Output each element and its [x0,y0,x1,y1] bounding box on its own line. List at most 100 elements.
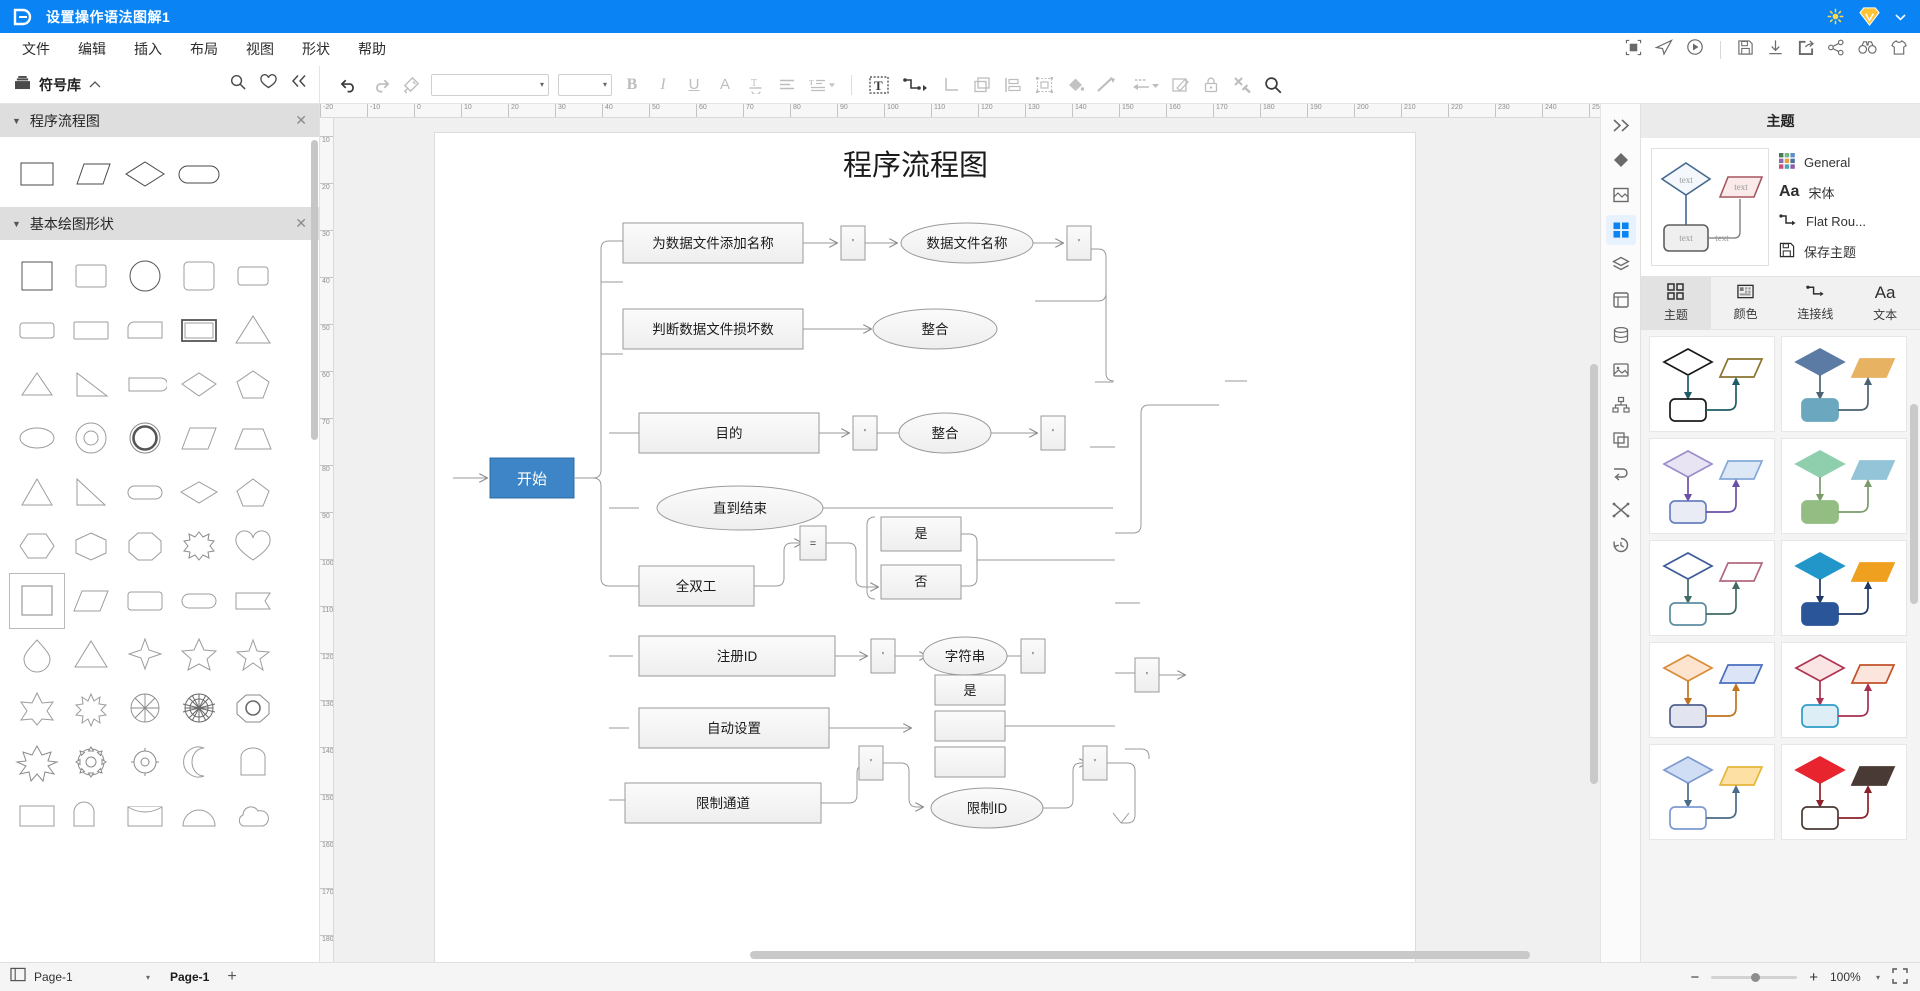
line-spacing-icon[interactable]: T [807,74,837,96]
shape-right-triangle[interactable] [64,358,118,412]
download-icon[interactable] [1767,39,1784,61]
align-left-icon[interactable] [776,74,798,96]
heart-icon[interactable] [260,74,277,95]
canvas-vertical-scrollbar[interactable] [1590,364,1598,784]
org-chart-icon[interactable] [1606,390,1636,420]
zoom-out-button[interactable]: − [1690,968,1700,986]
grid-theme-icon[interactable] [1605,215,1636,245]
present-play-icon[interactable] [1686,38,1704,61]
node-small-rect[interactable] [870,638,896,674]
shape-gear-octagon[interactable] [226,682,280,736]
text-box-icon[interactable]: T [866,74,892,96]
image-frame-icon[interactable] [1606,180,1636,210]
shape-pentagon[interactable] [226,466,280,520]
shape-burst-16[interactable] [172,682,226,736]
close-icon[interactable]: ✕ [295,112,307,128]
zoom-slider[interactable] [1711,972,1798,982]
node-small-rect[interactable] [852,415,878,451]
history-icon[interactable] [1606,530,1636,560]
shape-star-4[interactable] [118,628,172,682]
shape-cross-star[interactable] [10,736,64,790]
picture-icon[interactable] [1606,355,1636,385]
shape-burst-12[interactable] [118,682,172,736]
shape-square[interactable] [10,250,64,304]
shape-rounded-bar[interactable] [118,358,172,412]
tab-text[interactable]: Aa 文本 [1850,277,1920,329]
shape-rounded-rect-3[interactable] [118,574,172,628]
shape-gear-small[interactable] [118,736,172,790]
theme-thumbnail[interactable] [1649,744,1775,840]
lock-icon[interactable] [1200,74,1222,96]
canvas-horizontal-scrollbar[interactable] [750,951,1530,959]
theme-connector-option[interactable]: Flat Rou... [1779,209,1910,234]
tools-icon[interactable] [1231,74,1253,96]
node-rect[interactable] [638,635,836,677]
shape-square-selected[interactable] [9,573,65,629]
node-small-rect[interactable] [1066,225,1092,261]
page-icon[interactable] [10,967,26,987]
shuffle-icon[interactable] [1606,495,1636,525]
sun-icon[interactable] [1827,8,1844,25]
node-rect[interactable] [638,412,820,454]
fill-icon[interactable] [1606,145,1636,175]
add-page-button[interactable]: + [227,968,237,985]
shape-star-5b[interactable] [226,628,280,682]
search-icon[interactable] [1262,74,1284,96]
tab-theme[interactable]: 主题 [1641,277,1711,329]
shape-hexagon[interactable] [10,520,64,574]
shape-moon[interactable] [172,736,226,790]
shape-banner[interactable] [226,574,280,628]
shape-parallelogram[interactable] [172,412,226,466]
fullscreen-icon[interactable] [1625,39,1642,61]
export-icon[interactable] [1797,39,1814,61]
shape-rhombus[interactable] [172,466,226,520]
shape-pill[interactable] [118,466,172,520]
shape-rect-wide[interactable] [10,304,64,358]
canvas-page[interactable]: 程序流程图 [435,133,1415,962]
shape-arc[interactable] [226,736,280,790]
group-basic-shapes[interactable]: ▼ 基本绘图形状 ✕ [0,207,319,240]
shape-cloud[interactable] [226,790,280,844]
shape-triangle-small[interactable] [10,358,64,412]
theme-thumbnail[interactable] [1649,438,1775,534]
node-rect[interactable] [934,746,1006,778]
shape-rectangle[interactable] [10,147,64,201]
shape-heart[interactable] [226,520,280,574]
shape-star-8[interactable] [64,682,118,736]
database-icon[interactable] [1606,320,1636,350]
shape-star-6[interactable] [10,682,64,736]
shape-octagon[interactable] [118,520,172,574]
shape-hexagon-2[interactable] [64,520,118,574]
send-icon[interactable] [1654,38,1673,61]
format-painter-icon[interactable] [400,74,422,96]
theme-thumbnail[interactable] [1781,642,1907,738]
node-rect[interactable] [638,707,830,749]
theme-thumbnail[interactable] [1649,336,1775,432]
shape-rect-rounded-wide[interactable] [64,304,118,358]
shape-rounded-square[interactable] [64,250,118,304]
node-rect[interactable] [622,222,804,264]
node-small-rect[interactable] [1020,638,1046,674]
menu-edit[interactable]: 编辑 [78,41,106,57]
italic-button[interactable]: I [660,75,666,93]
template-icon[interactable] [1606,425,1636,455]
close-icon[interactable]: ✕ [295,215,307,231]
tab-connector[interactable]: 连接线 [1781,277,1851,329]
shape-half-circle[interactable] [172,790,226,844]
chevron-down-icon[interactable]: ▾ [1875,972,1880,982]
menu-layout[interactable]: 布局 [190,41,218,57]
binoculars-icon[interactable] [1858,39,1877,60]
shape-circle[interactable] [118,250,172,304]
undo-icon[interactable] [338,74,360,96]
chevron-up-icon[interactable] [89,76,101,94]
save-icon[interactable] [1737,39,1754,61]
node-small-rect[interactable] [799,525,827,561]
layers-icon[interactable] [1606,250,1636,280]
group-program-flowchart[interactable]: ▼ 程序流程图 ✕ [0,104,319,137]
right-panel-scrollbar[interactable] [1910,404,1918,604]
line-style-icon[interactable] [1095,74,1117,96]
node-rect[interactable] [934,674,1006,706]
shape-parallelogram[interactable] [64,147,118,201]
shape-triangle[interactable] [226,304,280,358]
font-color-button[interactable]: A [719,76,730,93]
